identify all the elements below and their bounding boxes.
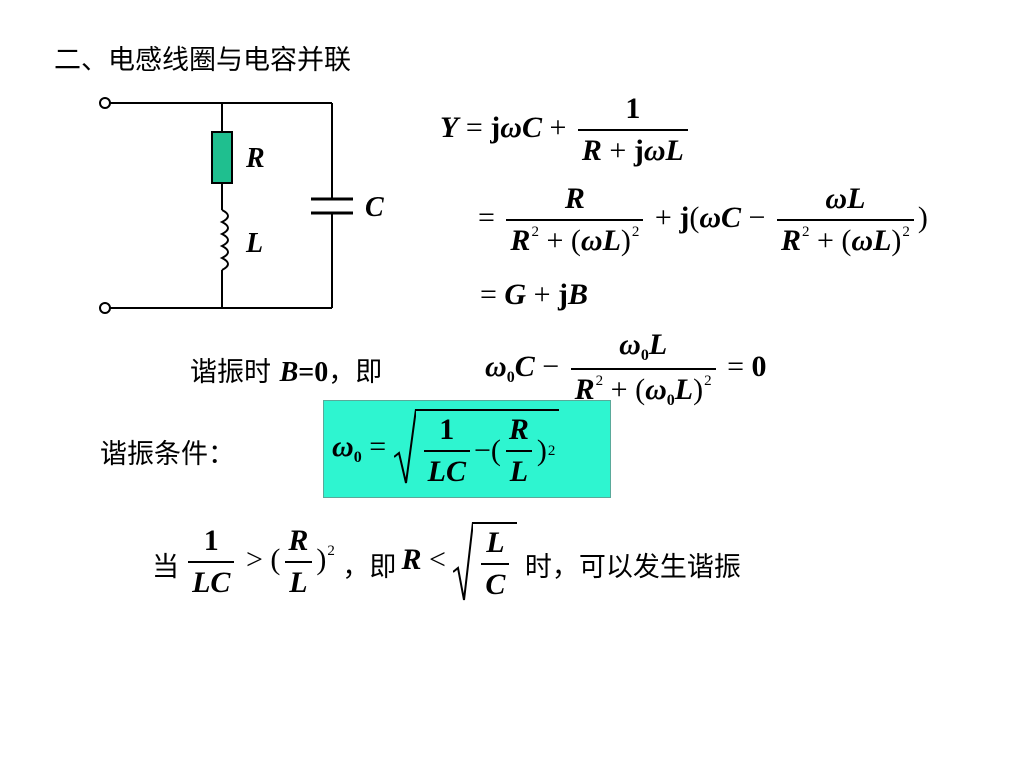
parallel-circuit-diagram [99,97,353,314]
sqrt-icon [453,522,474,601]
label-l: L [246,228,264,259]
inductor-coil-icon [219,209,229,271]
admittance-formula: Y = jωC + 1 R + jωL [440,92,692,168]
resonance-frequency-formula: ω0 = 1 LC − ( R L )2 [332,409,560,489]
sqrt-icon [393,409,416,484]
resonance-equation: ω0C − ω0L R2 + (ω0L)2 = 0 [485,328,767,409]
condition-label: 谐振条件： [100,439,235,470]
admittance-gb-formula: = G + jB [480,278,589,311]
resistor-icon [211,131,233,184]
admittance-expanded-formula: = R R2 + (ωL)2 + j(ωC − ωL R2 + (ωL)2 ) [478,182,928,257]
resonance-statement: 谐振时 B=0，即 [190,357,383,388]
resonance-inequality-line: 当 1 LC > ( R L )2 ，即 R < L C 时，可以发生谐振 [152,522,741,601]
page-title: 二、电感线圈与电容并联 [54,45,351,76]
label-r: R [246,143,265,174]
terminal-bottom-icon [99,302,111,314]
resonance-condition-box: ω0 = 1 LC − ( R L )2 [323,400,611,498]
label-c: C [365,192,384,223]
terminal-top-icon [99,97,111,109]
